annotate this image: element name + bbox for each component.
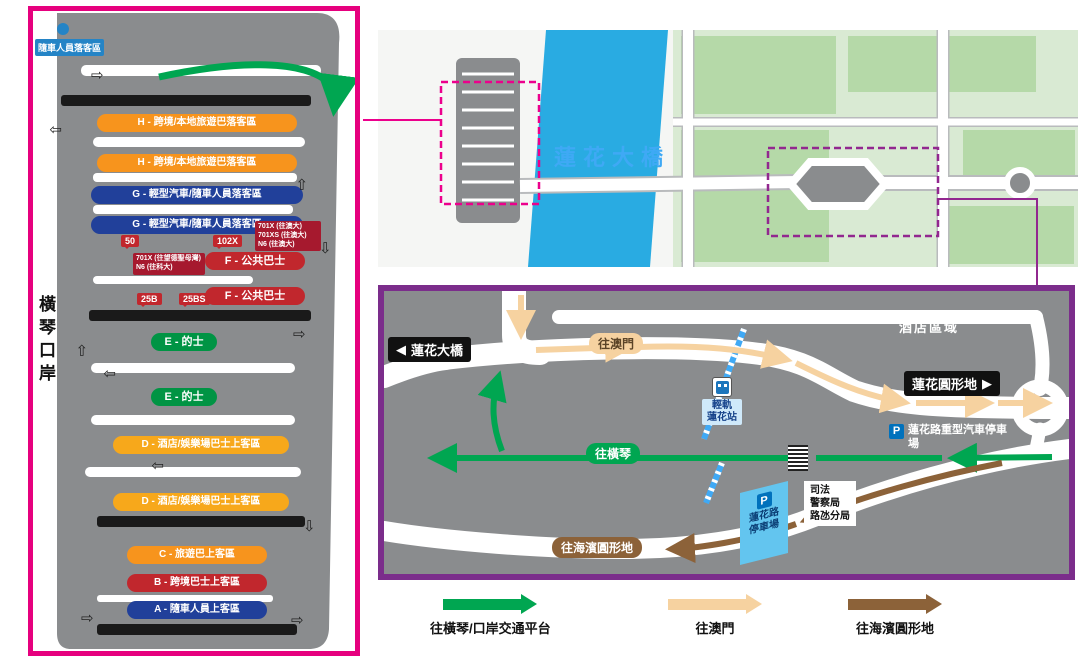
overview-map-graphic — [378, 30, 1078, 267]
flow-arrow-icon: ⇨ — [293, 326, 306, 343]
small-roundabout — [1004, 167, 1036, 199]
bridge-direction-sign: ◀ 蓮花大橋 — [388, 337, 472, 362]
bus-stop-50: 50 — [121, 235, 140, 249]
bus-route-note-2: 701X (往望德聖母灣) N6 (往科大) — [133, 253, 205, 275]
station-label-line2: 蓮花站 — [707, 412, 737, 423]
bus-stop-102x: 102X — [213, 235, 243, 249]
platform-bar — [61, 95, 311, 106]
platform-bar — [97, 516, 305, 527]
legend-label-hengqin: 往橫琴/口岸交通平台 — [430, 621, 551, 636]
zone-g-dropoff-2: G - 輕型汽車/隨車人員落客區 — [91, 216, 303, 234]
purple-connector-line-v — [1036, 198, 1038, 286]
legend-arrow-green-icon — [443, 594, 538, 614]
pedestrian-crossing — [788, 445, 808, 471]
zone-a-crew: A - 隨車人員上客區 — [127, 601, 267, 619]
zone-b-crossborder: B - 跨境巴士上客區 — [127, 574, 267, 592]
heavy-vehicle-parking-label: P 蓮花路重型汽車停車場 — [889, 424, 1009, 452]
hengqin-route-arrow — [947, 442, 1053, 473]
terminal-road-mass — [57, 13, 340, 649]
zone-e-taxi-1: E - 的士 — [151, 333, 217, 351]
legend-item-macau: 往澳門 — [668, 594, 762, 637]
hotel-area-label: 酒店區域 — [899, 320, 960, 335]
bus-route-note-1: 701X (往澳大) 701XS (往澳大) N6 (往澳大) — [255, 221, 321, 252]
to-hengqin-pill: 往橫琴 — [586, 443, 641, 464]
crew-dropoff-tag: 隨車人員落客區 — [35, 39, 105, 56]
terminal-highlight-box — [439, 80, 541, 206]
lotus-bridge-road — [519, 176, 799, 192]
flow-arrow-icon: ⇨ — [81, 610, 94, 627]
police-station-label: 司法 警察局 路氹分局 — [804, 481, 856, 526]
zone-d-hotel-1: D - 酒店/娛樂場巴士上客區 — [113, 436, 289, 454]
detail-map-panel: ◀ 蓮花大橋 往澳門 酒店區域 蓮花圓形地 ▶ 輕軌 蓮花站 P 蓮花路重型汽車… — [378, 285, 1075, 580]
hexagon-roundabout — [785, 158, 891, 210]
zone-f-bus-2: F - 公共巴士 — [205, 287, 305, 305]
platform-bar — [97, 624, 297, 635]
parking-icon: P — [756, 491, 772, 510]
purple-connector-line-h — [938, 198, 1038, 200]
river — [528, 30, 668, 267]
detail-highlight-box — [766, 146, 940, 238]
to-seaside-pill: 往海濱圓形地 — [552, 537, 643, 558]
zone-e-taxi-2: E - 的士 — [151, 388, 217, 406]
zone-d-hotel-2: D - 酒店/娛樂場巴士上客區 — [113, 493, 289, 511]
port-name-label: 橫琴口岸 — [36, 295, 55, 387]
parking-icon: P — [889, 424, 904, 439]
flow-arrow-icon: ⇨ — [73, 343, 91, 357]
legend-label-macau: 往澳門 — [695, 621, 735, 636]
zone-c-tourbus: C - 旅遊巴上客區 — [127, 546, 267, 564]
zone-h-dropoff-2: H - 跨境/本地旅遊巴落客區 — [97, 154, 297, 172]
legend-label-seaside: 往海濱圓形地 — [855, 621, 934, 636]
green-exit-arrow-icon — [158, 61, 355, 117]
light-rail-station: 輕軌 蓮花站 — [702, 377, 742, 425]
to-macau-pill: 往澳門 — [589, 333, 644, 354]
right-arrow-icon: ▶ — [982, 375, 993, 391]
flow-arrow-icon: ⇨ — [316, 241, 334, 255]
flow-arrow-icon: ⇨ — [151, 457, 164, 474]
bus-stop-25b: 25B — [137, 293, 162, 307]
lotus-bridge-label: 蓮花大橋 — [554, 145, 671, 170]
zone-h-dropoff-1: H - 跨境/本地旅遊巴落客區 — [97, 114, 297, 132]
flow-arrow-icon: ⇨ — [103, 365, 116, 382]
flow-arrow-icon: ⇨ — [293, 177, 311, 191]
pink-connector-line — [363, 119, 441, 121]
flow-arrow-icon: ⇨ — [291, 612, 304, 629]
light-rail-line — [701, 327, 747, 441]
lotus-road-carpark: P 蓮花路 停車場 — [740, 481, 788, 565]
flow-arrow-icon: ⇨ — [49, 121, 62, 138]
zone-g-dropoff-1: G - 輕型汽車/隨車人員落客區 — [91, 186, 303, 204]
flow-arrow-icon: ⇨ — [91, 67, 104, 84]
legend-arrow-brown-icon — [848, 594, 942, 614]
overview-map-panel: 蓮花大橋 — [378, 30, 1078, 267]
roundabout-sign: 蓮花圓形地 ▶ — [904, 371, 1001, 396]
left-arrow-icon: ◀ — [396, 341, 406, 357]
bus-stop-25bs: 25BS — [179, 293, 210, 307]
heavy-parking-text: 蓮花路重型汽車停車場 — [908, 424, 1007, 450]
bridge-sign-label: 蓮花大橋 — [411, 343, 464, 358]
train-icon — [712, 377, 732, 397]
roundabout-sign-label: 蓮花圓形地 — [912, 377, 978, 392]
platform-bar — [89, 310, 311, 321]
legend-arrow-tan-icon — [668, 594, 762, 614]
legend-item-hengqin: 往橫琴/口岸交通平台 — [430, 594, 551, 637]
zone-f-bus-1: F - 公共巴士 — [205, 252, 305, 270]
station-label-line1: 輕軌 — [712, 400, 732, 411]
terminal-map-panel: 橫琴口岸 隨車人員落客區 H - 跨境/本地旅遊巴落客區 H - 跨境/本地旅遊… — [28, 6, 360, 656]
legend-item-seaside: 往海濱圓形地 — [848, 594, 942, 637]
crew-dropoff-dot — [57, 23, 69, 35]
flow-arrow-icon: ⇨ — [300, 519, 318, 533]
